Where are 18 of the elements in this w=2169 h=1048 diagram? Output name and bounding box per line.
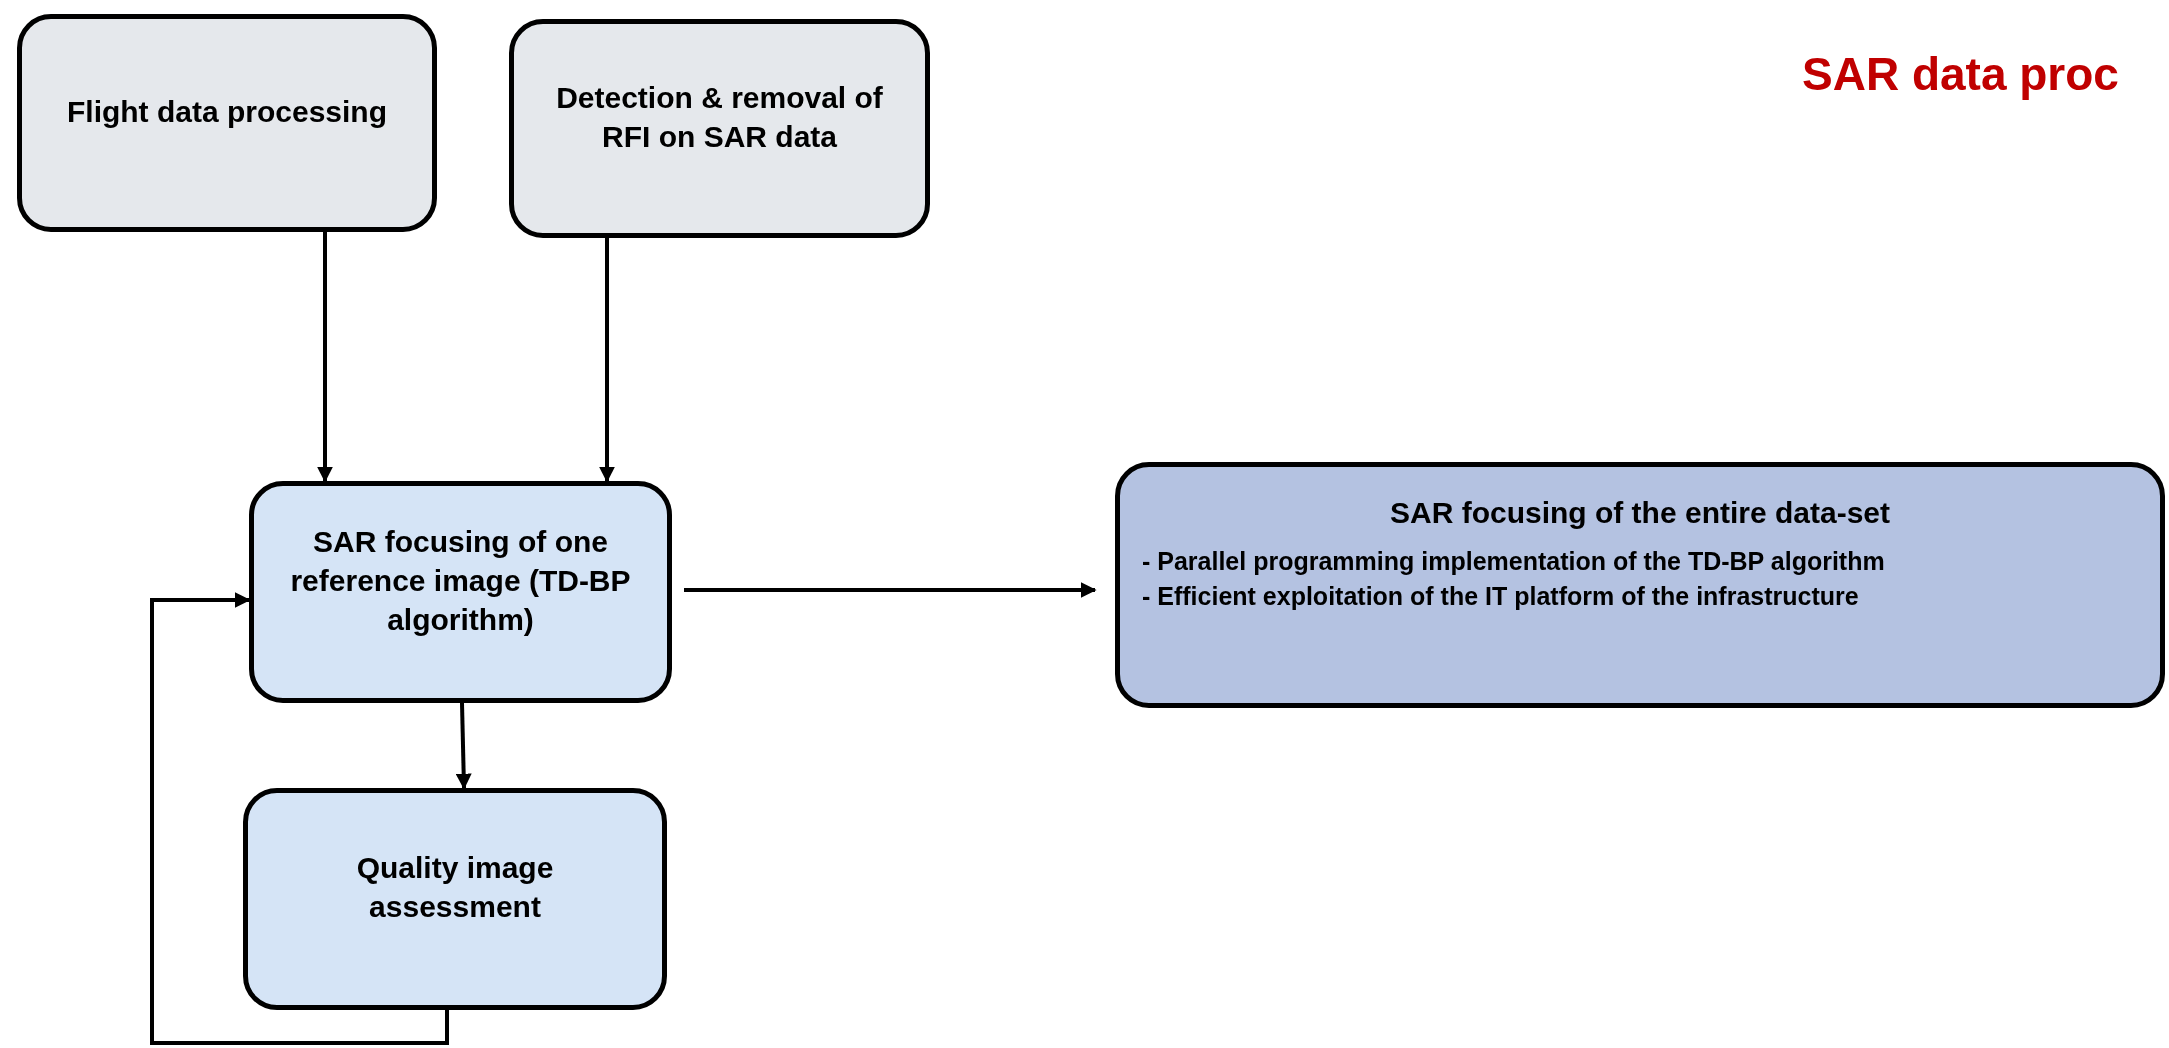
arrow [317, 232, 333, 483]
process-box [243, 788, 667, 1010]
arrow [684, 582, 1097, 598]
process-box [509, 19, 930, 238]
box-label: Flight data processing [66, 93, 387, 130]
box-label: SAR focusing of one reference image (TD-BP algorithm) [289, 523, 632, 638]
page-title: SAR data proc [1802, 47, 2119, 102]
arrow [455, 702, 472, 790]
bullet-item: - Parallel programming implementation of the TD-BP algorithm [1142, 546, 1886, 577]
arrow [599, 238, 615, 483]
process-box [1115, 462, 2165, 708]
arrow [150, 592, 449, 1045]
process-box [17, 14, 437, 232]
box-label: Detection & removal of RFI on SAR data [555, 79, 884, 155]
bullet-item: - Efficient exploitation of the IT platform of the infrastructure [1142, 581, 1860, 612]
box-label: Quality image assessment [355, 850, 555, 925]
box-heading: SAR focusing of the entire data-set [1388, 495, 1892, 531]
process-box [249, 481, 672, 703]
